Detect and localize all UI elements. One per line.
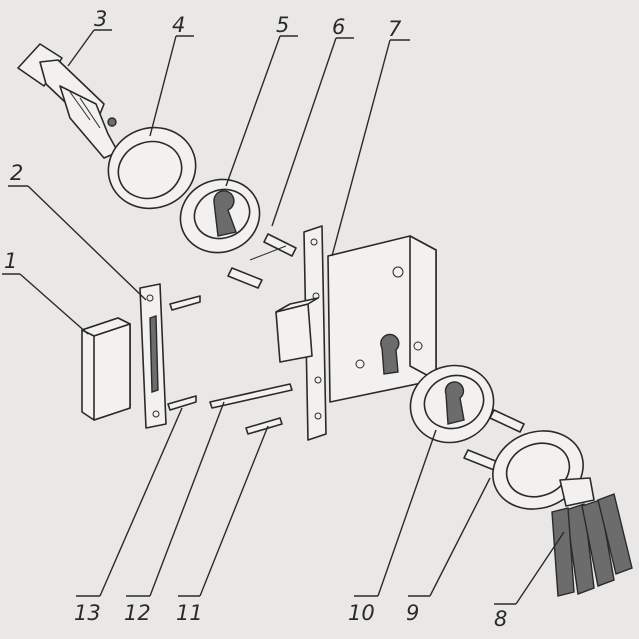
label-8: 8 xyxy=(494,607,507,631)
label-1: 1 xyxy=(4,249,17,273)
label-3: 3 xyxy=(94,7,107,31)
label-4: 4 xyxy=(172,13,185,37)
label-9: 9 xyxy=(406,601,419,625)
part-5-cylinder-escutcheon xyxy=(179,178,261,254)
label-2: 2 xyxy=(10,161,23,185)
label-5: 5 xyxy=(276,13,289,37)
part-4-escutcheon-ring xyxy=(107,126,197,210)
part-1-strike-box xyxy=(81,317,131,421)
label-12: 12 xyxy=(124,601,151,625)
label-11: 11 xyxy=(176,601,203,625)
label-6: 6 xyxy=(332,15,345,39)
label-7: 7 xyxy=(388,17,402,41)
part-3-cylinder xyxy=(17,43,119,159)
part-11-screw xyxy=(245,417,283,435)
part-8-ring-and-keys xyxy=(492,430,633,597)
part-10-inner-escutcheon xyxy=(409,364,495,444)
label-13: 13 xyxy=(74,601,101,625)
part-7-mortise-lock-body xyxy=(275,225,437,441)
part-2-strike-plate xyxy=(139,283,167,429)
part-13-screws xyxy=(167,295,201,411)
part-6-mounting-pins xyxy=(227,233,297,289)
label-10: 10 xyxy=(348,601,375,625)
part-12-long-screw xyxy=(209,383,293,409)
